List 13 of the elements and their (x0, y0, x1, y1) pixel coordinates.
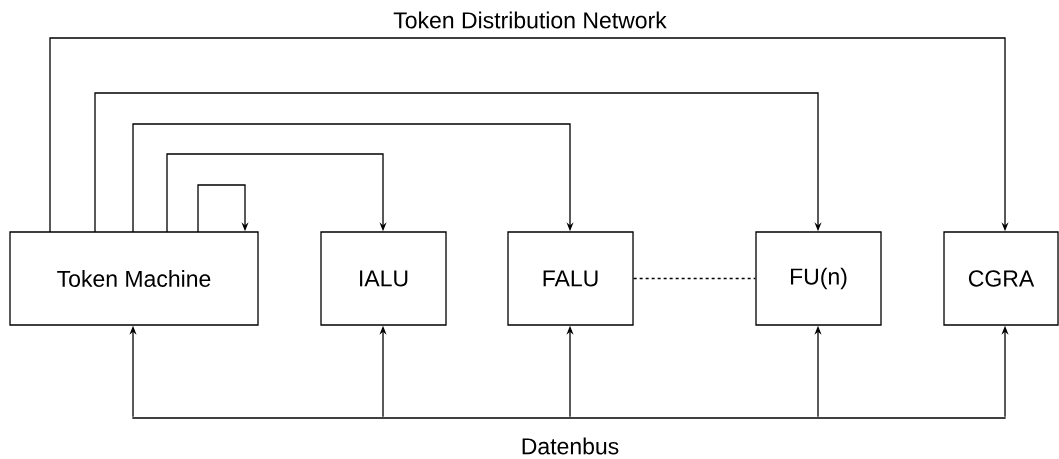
title: Token Distribution Network (393, 11, 667, 29)
unit-box: IALU (320, 231, 447, 326)
arrow (49, 37, 1009, 233)
connector-line (633, 277, 756, 280)
unit-box: FALU (507, 231, 634, 326)
unit-box: CGRA (943, 231, 1059, 326)
bus-label: Datenbus (522, 437, 619, 455)
arrow (166, 153, 387, 233)
unit-box: Token Machine (9, 231, 259, 326)
unit-box: FU(n) (755, 231, 882, 326)
arrow (94, 92, 822, 233)
arrow (132, 123, 574, 233)
loop-arrow (197, 184, 249, 233)
